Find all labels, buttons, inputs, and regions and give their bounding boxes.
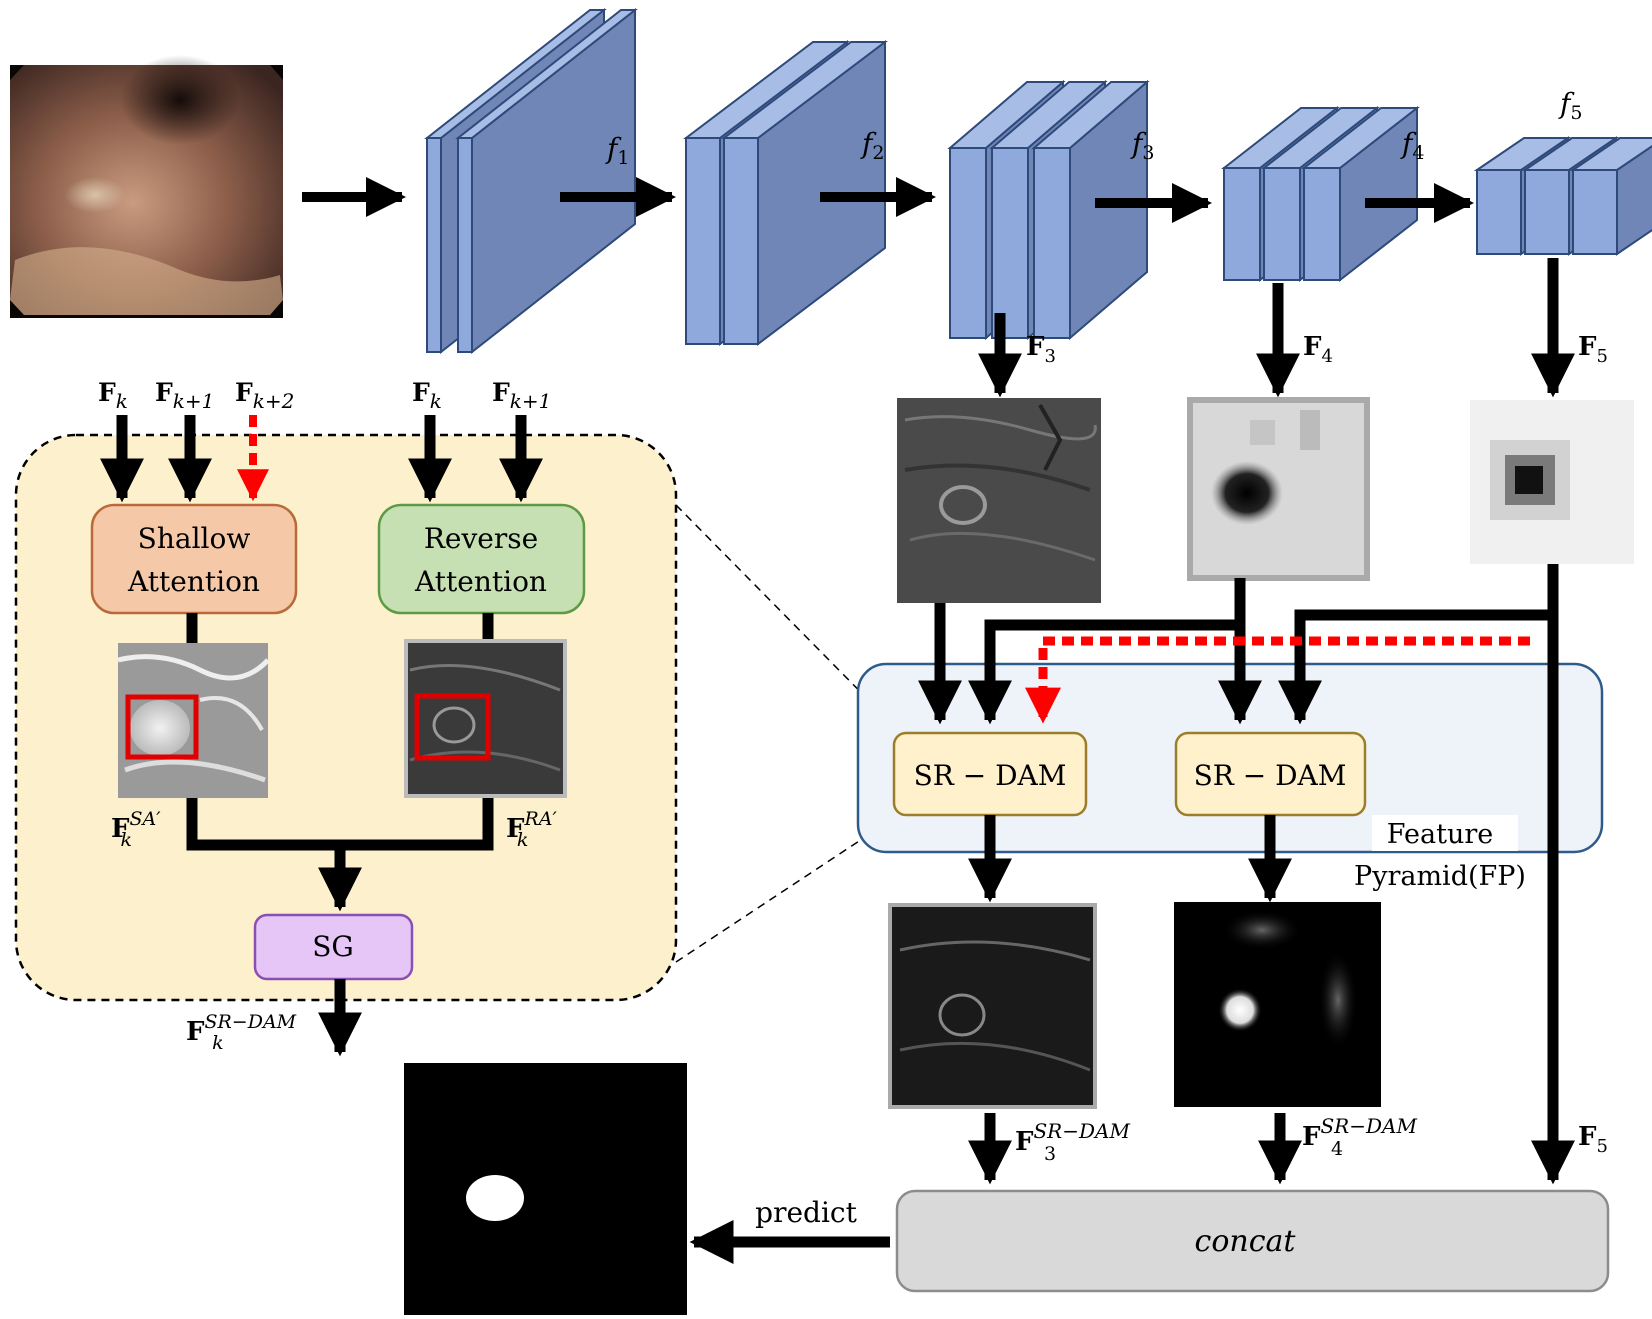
srdam-output-map-1 [888, 903, 1097, 1109]
backbone-stage-3 [947, 79, 1150, 341]
label-Fk-SA: FSA′k [111, 808, 161, 851]
svg-text:Pyramid(FP): Pyramid(FP) [1354, 861, 1526, 892]
feature-map-F3 [897, 398, 1101, 603]
stage-label-f3: f3 [1130, 127, 1154, 164]
svg-text:Shallow: Shallow [138, 522, 251, 555]
svg-text:Feature: Feature [1387, 819, 1493, 850]
input-Fk2-left: Fk+2 [235, 378, 294, 413]
detail-inputs: Fk Fk+1 Fk+2 Fk Fk+1 [98, 378, 551, 413]
svg-text:concat: concat [1195, 1224, 1297, 1259]
merge-to-sg [186, 798, 494, 912]
backbone-stage-4 [1221, 105, 1420, 283]
feature-map-F5 [1470, 400, 1634, 564]
stage-label-f5: f5 [1558, 87, 1582, 124]
label-F5: F5 [1578, 332, 1608, 367]
feature-labels: F3 F4 F5 [1026, 332, 1608, 367]
to-concat-arrows [968, 1113, 1302, 1185]
backbone-stage-5 [1473, 136, 1652, 256]
sa-attention-map [117, 643, 270, 798]
label-F5-bottom: F5 [1578, 1122, 1608, 1157]
reverse-attention-box: Reverse Attention [377, 503, 586, 615]
input-Fk1-right: Fk+1 [492, 378, 551, 413]
feature-map-F4 [1187, 397, 1370, 581]
srdam-output-arrows [968, 815, 1292, 903]
svg-text:Attention: Attention [127, 565, 260, 598]
backbone-arrows [560, 177, 1474, 223]
concat-box: concat [895, 1189, 1610, 1293]
prediction-mask [404, 1063, 687, 1315]
srdam-module-1: SR − DAM [892, 731, 1088, 817]
backbone-layers [424, 7, 1652, 355]
input-Fk-right: Fk [412, 378, 442, 413]
svg-text:Attention: Attention [414, 565, 547, 598]
sg-box: SG [253, 913, 414, 981]
detail-input-arrows [100, 415, 543, 503]
layer-slab [1031, 79, 1150, 341]
layer-slab [455, 7, 638, 355]
layer-slab [1569, 137, 1652, 256]
label-F4: F4 [1303, 332, 1333, 367]
predict-label: predict [755, 1196, 857, 1229]
feature-down-arrows [978, 258, 1575, 398]
layer-slab [1301, 105, 1420, 283]
srdam-output-map-2 [1174, 902, 1381, 1107]
svg-text:SR − DAM: SR − DAM [1194, 759, 1347, 792]
label-Fk-RA: FRA′k [506, 808, 557, 851]
svg-text:Reverse: Reverse [424, 522, 538, 555]
pyramid-connections [918, 564, 1559, 725]
svg-text:SG: SG [312, 930, 354, 963]
stage-label-f4: f4 [1400, 127, 1424, 164]
shallow-attention-box: Shallow Attention [90, 503, 298, 615]
srdam-module-2: SR − DAM [1174, 731, 1367, 817]
ra-attention-map [404, 639, 567, 798]
input-Fk-left: Fk [98, 378, 128, 413]
backbone-stage-1 [424, 7, 638, 355]
attention-output-labels: FSA′k FRA′k [111, 808, 557, 851]
input-endoscopy-image [10, 55, 283, 318]
label-F3: F3 [1026, 332, 1056, 367]
input-Fk1-left: Fk+1 [155, 378, 214, 413]
svg-text:SR − DAM: SR − DAM [914, 759, 1067, 792]
